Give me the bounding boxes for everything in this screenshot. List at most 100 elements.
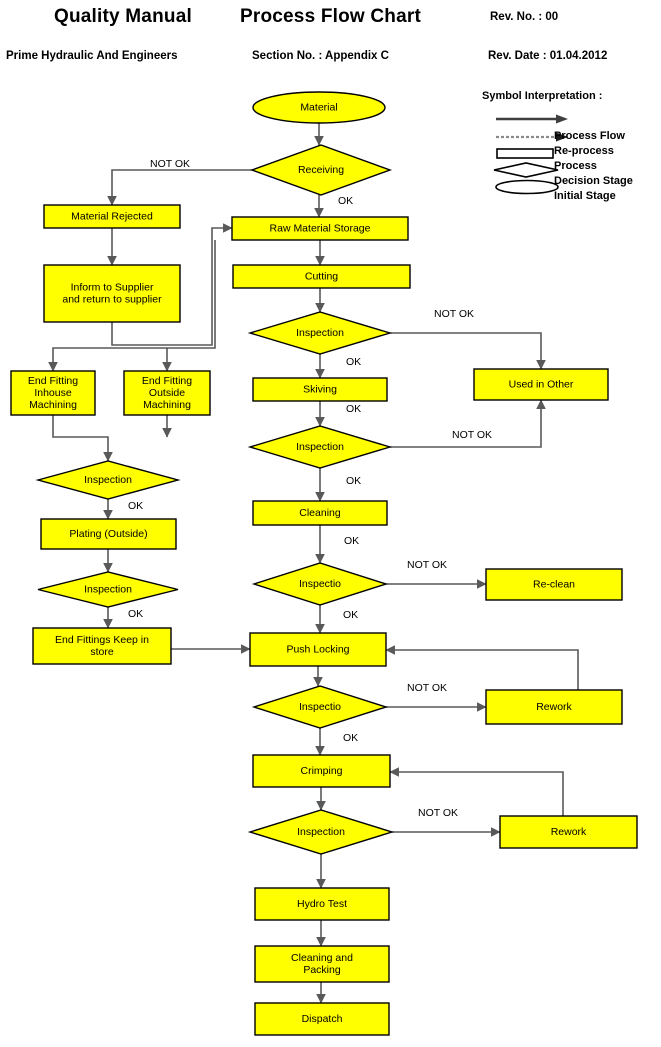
node-shape [499, 815, 638, 849]
flow-edge: NOT OK [392, 807, 501, 837]
edge-label: OK [346, 475, 361, 487]
node-shape [252, 754, 391, 788]
node-shape [247, 311, 393, 355]
node-rework-2[interactable]: Rework [499, 815, 638, 849]
node-shape [249, 632, 387, 667]
flow-edge: OK [103, 607, 143, 629]
node-inspection-left-2[interactable]: Inspection [37, 571, 179, 608]
node-shape [249, 144, 393, 196]
flow-edge [111, 223, 233, 346]
flow-edge: OK [315, 468, 361, 502]
node-inspection-4[interactable]: Inspectio [251, 685, 389, 729]
node-dispatch[interactable]: Dispatch [254, 1002, 390, 1036]
flow-edge [385, 645, 579, 690]
node-inspection-5[interactable]: Inspection [247, 809, 395, 855]
node-inspection-3[interactable]: Inspectio [251, 562, 389, 606]
edge-label: NOT OK [407, 559, 447, 571]
node-label: Cleaning [299, 507, 341, 519]
node-shape [485, 689, 623, 725]
node-shape [254, 1002, 390, 1036]
node-label: Inspectio [299, 701, 341, 713]
node-label: Inspection [84, 583, 132, 595]
node-receiving[interactable]: Receiving [249, 144, 393, 196]
edge-label: NOT OK [418, 807, 458, 819]
flow-edge [52, 415, 113, 462]
legend-title: Symbol Interpretation : [482, 90, 603, 102]
node-inspection-left-1[interactable]: Inspection [35, 460, 181, 500]
node-cleaning[interactable]: Cleaning [252, 500, 388, 526]
node-label: Raw Material Storage [270, 222, 371, 234]
node-inspection-2[interactable]: Inspection [247, 425, 393, 469]
node-re-clean[interactable]: Re-clean [485, 568, 623, 601]
node-rework-1[interactable]: Rework [485, 689, 623, 725]
node-label: Cutting [305, 270, 338, 282]
ellipse-icon [494, 178, 560, 201]
node-label: Inspectio [299, 578, 341, 590]
node-shape [473, 368, 609, 401]
node-label: Inspection [84, 474, 132, 486]
revision-date: Rev. Date : 01.04.2012 [488, 50, 608, 62]
node-label: Crimping [300, 765, 342, 777]
document-header: Quality Manual Process Flow Chart Rev. N… [0, 0, 661, 80]
node-label: Push Locking [286, 643, 349, 655]
node-shape [35, 460, 181, 500]
flow-edge: NOT OK [107, 158, 252, 206]
node-shape [232, 264, 411, 289]
node-material[interactable]: Material [252, 91, 386, 124]
edge-label: OK [346, 403, 361, 415]
edge-label: OK [344, 535, 359, 547]
edge-label: OK [343, 732, 358, 744]
company-name: Prime Hydraulic And Engineers [6, 50, 178, 62]
node-label: Inspection [296, 327, 344, 339]
flow-edge: NOT OK [386, 682, 487, 712]
node-push-locking[interactable]: Push Locking [249, 632, 387, 667]
node-label: Plating (Outside) [69, 528, 147, 540]
node-skiving[interactable]: Skiving [252, 377, 388, 402]
flow-edge: OK [315, 728, 358, 756]
node-plating[interactable]: Plating (Outside) [40, 518, 177, 550]
node-cutting[interactable]: Cutting [232, 264, 411, 289]
node-inspection-1[interactable]: Inspection [247, 311, 393, 355]
flow-edge: NOT OK [390, 308, 546, 370]
process-flow-chart-title: Process Flow Chart [240, 6, 421, 27]
flow-edge: NOT OK [386, 559, 487, 589]
node-hydro-test[interactable]: Hydro Test [254, 887, 390, 921]
node-shape [231, 216, 409, 241]
node-label: Hydro Test [297, 898, 347, 910]
edge-label: OK [128, 500, 143, 512]
flow-edge: OK [315, 401, 361, 427]
edge-label: OK [346, 356, 361, 368]
edge-label: OK [343, 609, 358, 621]
node-label: Re-clean [533, 578, 575, 590]
node-crimping[interactable]: Crimping [252, 754, 391, 788]
node-label: Rework [536, 701, 572, 713]
node-shape [247, 425, 393, 469]
quality-manual-title: Quality Manual [54, 6, 192, 27]
flow-edge: NOT OK [390, 399, 546, 448]
flow-edge: OK [315, 354, 361, 379]
node-used-in-other[interactable]: Used in Other [473, 368, 609, 401]
node-label: Used in Other [509, 378, 574, 390]
node-material-rejected[interactable]: Material Rejected [43, 204, 181, 229]
flow-edge [389, 767, 564, 816]
edge-label: OK [128, 608, 143, 620]
node-shape [252, 500, 388, 526]
edge-label: NOT OK [150, 158, 190, 170]
node-raw-storage[interactable]: Raw Material Storage [231, 216, 409, 241]
edge-label: OK [338, 195, 353, 207]
node-label: Rework [551, 826, 587, 838]
node-label: Skiving [303, 383, 337, 395]
node-shape [254, 887, 390, 921]
node-shape [485, 568, 623, 601]
node-label: Inspection [296, 441, 344, 453]
